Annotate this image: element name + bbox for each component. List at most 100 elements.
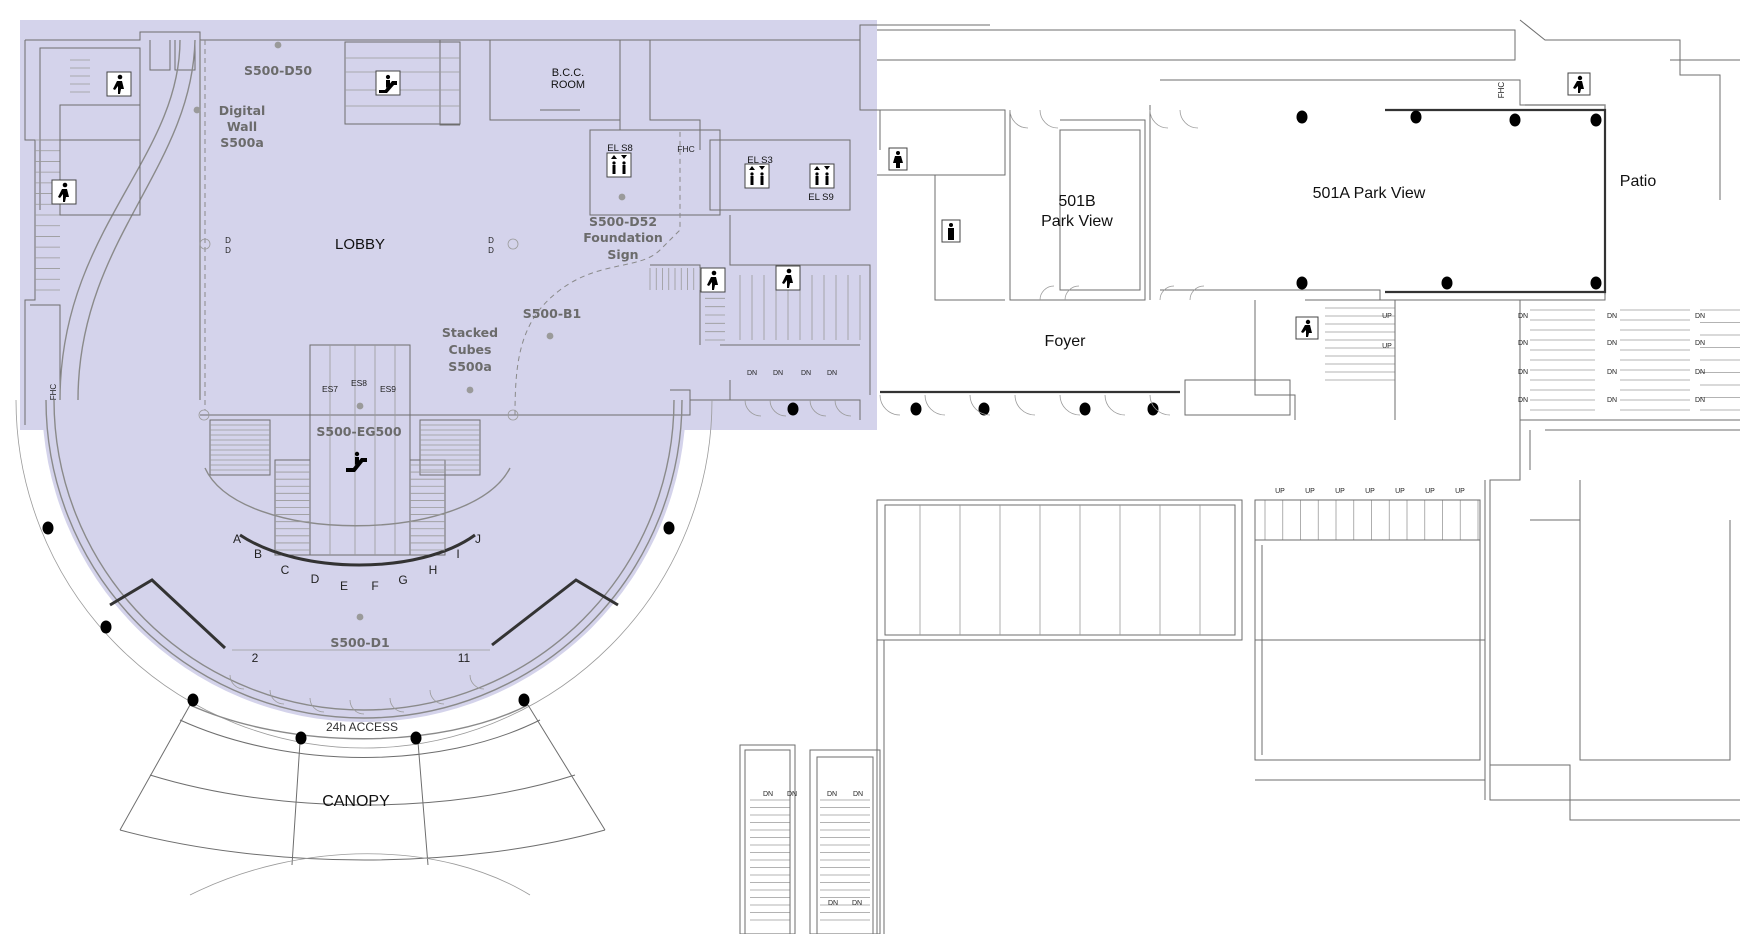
stair-person-icon bbox=[51, 179, 77, 205]
sign-b1-label: S500-B1 bbox=[523, 306, 582, 321]
door-letter-label: E bbox=[340, 579, 348, 593]
marker-d: D bbox=[488, 236, 494, 245]
sign-eg500-label: S500-EG500 bbox=[316, 424, 401, 439]
room-501a-label: 501A Park View bbox=[1313, 185, 1426, 202]
door-letter-label: C bbox=[281, 563, 290, 577]
access-label: 24h ACCESS bbox=[326, 720, 398, 734]
column-marker bbox=[663, 521, 675, 535]
sensor-icon bbox=[199, 238, 211, 250]
stair-up-label: UP bbox=[1365, 488, 1375, 495]
sign-d52-2: Foundation bbox=[583, 230, 663, 245]
column-marker bbox=[100, 620, 112, 634]
door-swing bbox=[1014, 394, 1036, 416]
stairwell-left bbox=[59, 59, 141, 216]
canopy-label: CANOPY bbox=[322, 793, 390, 810]
stair-down-label: DN bbox=[852, 900, 862, 907]
elevator-s9-label: EL S9 bbox=[808, 192, 834, 203]
elevator-icon bbox=[809, 163, 835, 189]
column-marker bbox=[1509, 113, 1521, 127]
sign-d52-3: Sign bbox=[607, 247, 638, 262]
column-marker bbox=[42, 521, 54, 535]
room-501b-label-1: 501B bbox=[1058, 193, 1095, 210]
door-swing bbox=[1009, 109, 1029, 129]
lobby-label: LOBBY bbox=[335, 236, 385, 253]
stair-down-label: DN bbox=[1518, 397, 1528, 404]
sign-d50-label: S500-D50 bbox=[244, 63, 312, 78]
door-swing bbox=[769, 399, 787, 417]
door-letter-label: F bbox=[371, 579, 378, 593]
elevator-icon bbox=[744, 163, 770, 189]
sensor-icon bbox=[507, 409, 519, 421]
door-swing bbox=[879, 394, 901, 416]
escalator-icon bbox=[375, 70, 401, 96]
stair-down-label: DN bbox=[1695, 397, 1705, 404]
sign-digital-wall-3: S500a bbox=[220, 135, 264, 150]
entrance-bays bbox=[109, 578, 619, 651]
column-marker bbox=[187, 693, 199, 707]
column-marker bbox=[1410, 110, 1422, 124]
stair-down-label: DN bbox=[747, 370, 757, 377]
door-swing bbox=[429, 689, 445, 705]
stair-down-label: DN bbox=[801, 370, 811, 377]
lobby-curves bbox=[15, 39, 713, 749]
escalator-es8-label: ES8 bbox=[351, 378, 367, 388]
door-swing bbox=[744, 399, 762, 417]
door-swing bbox=[1149, 109, 1169, 129]
highlighted-zone bbox=[20, 20, 877, 722]
stair-up-label: UP bbox=[1275, 488, 1285, 495]
fhc-label-2: FHC bbox=[49, 384, 58, 401]
stair-down-label: DN bbox=[1607, 340, 1617, 347]
stair-down-label: DN bbox=[828, 900, 838, 907]
column-marker bbox=[1296, 276, 1308, 290]
column-marker bbox=[978, 402, 990, 416]
door-letter-label: H bbox=[429, 563, 438, 577]
door-swing bbox=[1039, 285, 1055, 301]
lower-structures bbox=[876, 480, 1486, 934]
structural-columns bbox=[42, 110, 1602, 745]
column-marker bbox=[910, 402, 922, 416]
stair-treads bbox=[35, 139, 1740, 921]
stair-down-label: DN bbox=[1695, 313, 1705, 320]
door-swing bbox=[1179, 109, 1199, 129]
sign-stacked-2: Cubes bbox=[449, 342, 492, 357]
restroom-icon bbox=[888, 147, 908, 171]
door-swing bbox=[1059, 394, 1081, 416]
stair-person-icon bbox=[1295, 316, 1319, 340]
door-swing bbox=[229, 674, 245, 690]
stair-down-label: DN bbox=[773, 370, 783, 377]
stair-up-label: UP bbox=[1425, 488, 1435, 495]
fhc-label-1: FHC bbox=[677, 144, 694, 154]
column-marker bbox=[518, 693, 530, 707]
marker-d: D bbox=[488, 246, 494, 255]
door-letter-label: D bbox=[311, 572, 320, 586]
door-letter-label: J bbox=[475, 532, 481, 546]
room-501b-label-2: Park View bbox=[1041, 213, 1113, 230]
stair-down-label: DN bbox=[1695, 340, 1705, 347]
stair-person-icon bbox=[700, 267, 726, 293]
patio-label: Patio bbox=[1620, 173, 1657, 190]
bcc-room-label-2: ROOM bbox=[551, 79, 585, 91]
sign-stacked-3: S500a bbox=[448, 359, 492, 374]
door-swing bbox=[969, 394, 991, 416]
stair-down-label: DN bbox=[1518, 369, 1528, 376]
curtain-wall bbox=[880, 108, 1607, 394]
equipment-labels: EL S8 EL S3 EL S9 ES7 ES8 ES9 FHC FHC FH… bbox=[49, 82, 1506, 401]
elevator-s8-label: EL S8 bbox=[607, 143, 633, 154]
sign-stacked-1: Stacked bbox=[442, 325, 498, 340]
stair-up-label: UP bbox=[1395, 488, 1405, 495]
lobby-door-markers: D D D D bbox=[198, 236, 519, 421]
sign-d52-1: S500-D52 bbox=[589, 214, 657, 229]
elevator-icon bbox=[606, 152, 632, 178]
door-letter-label: A bbox=[233, 532, 241, 546]
column-marker bbox=[1590, 113, 1602, 127]
door-number-label: 11 bbox=[458, 651, 471, 665]
door-swing bbox=[1104, 394, 1126, 416]
escalator-icon bbox=[346, 451, 367, 472]
sensor-icon bbox=[198, 409, 210, 421]
stair-down-label: DN bbox=[763, 791, 773, 798]
column-marker bbox=[1590, 276, 1602, 290]
stair-up-label: UP bbox=[1455, 488, 1465, 495]
door-swing bbox=[349, 699, 365, 715]
